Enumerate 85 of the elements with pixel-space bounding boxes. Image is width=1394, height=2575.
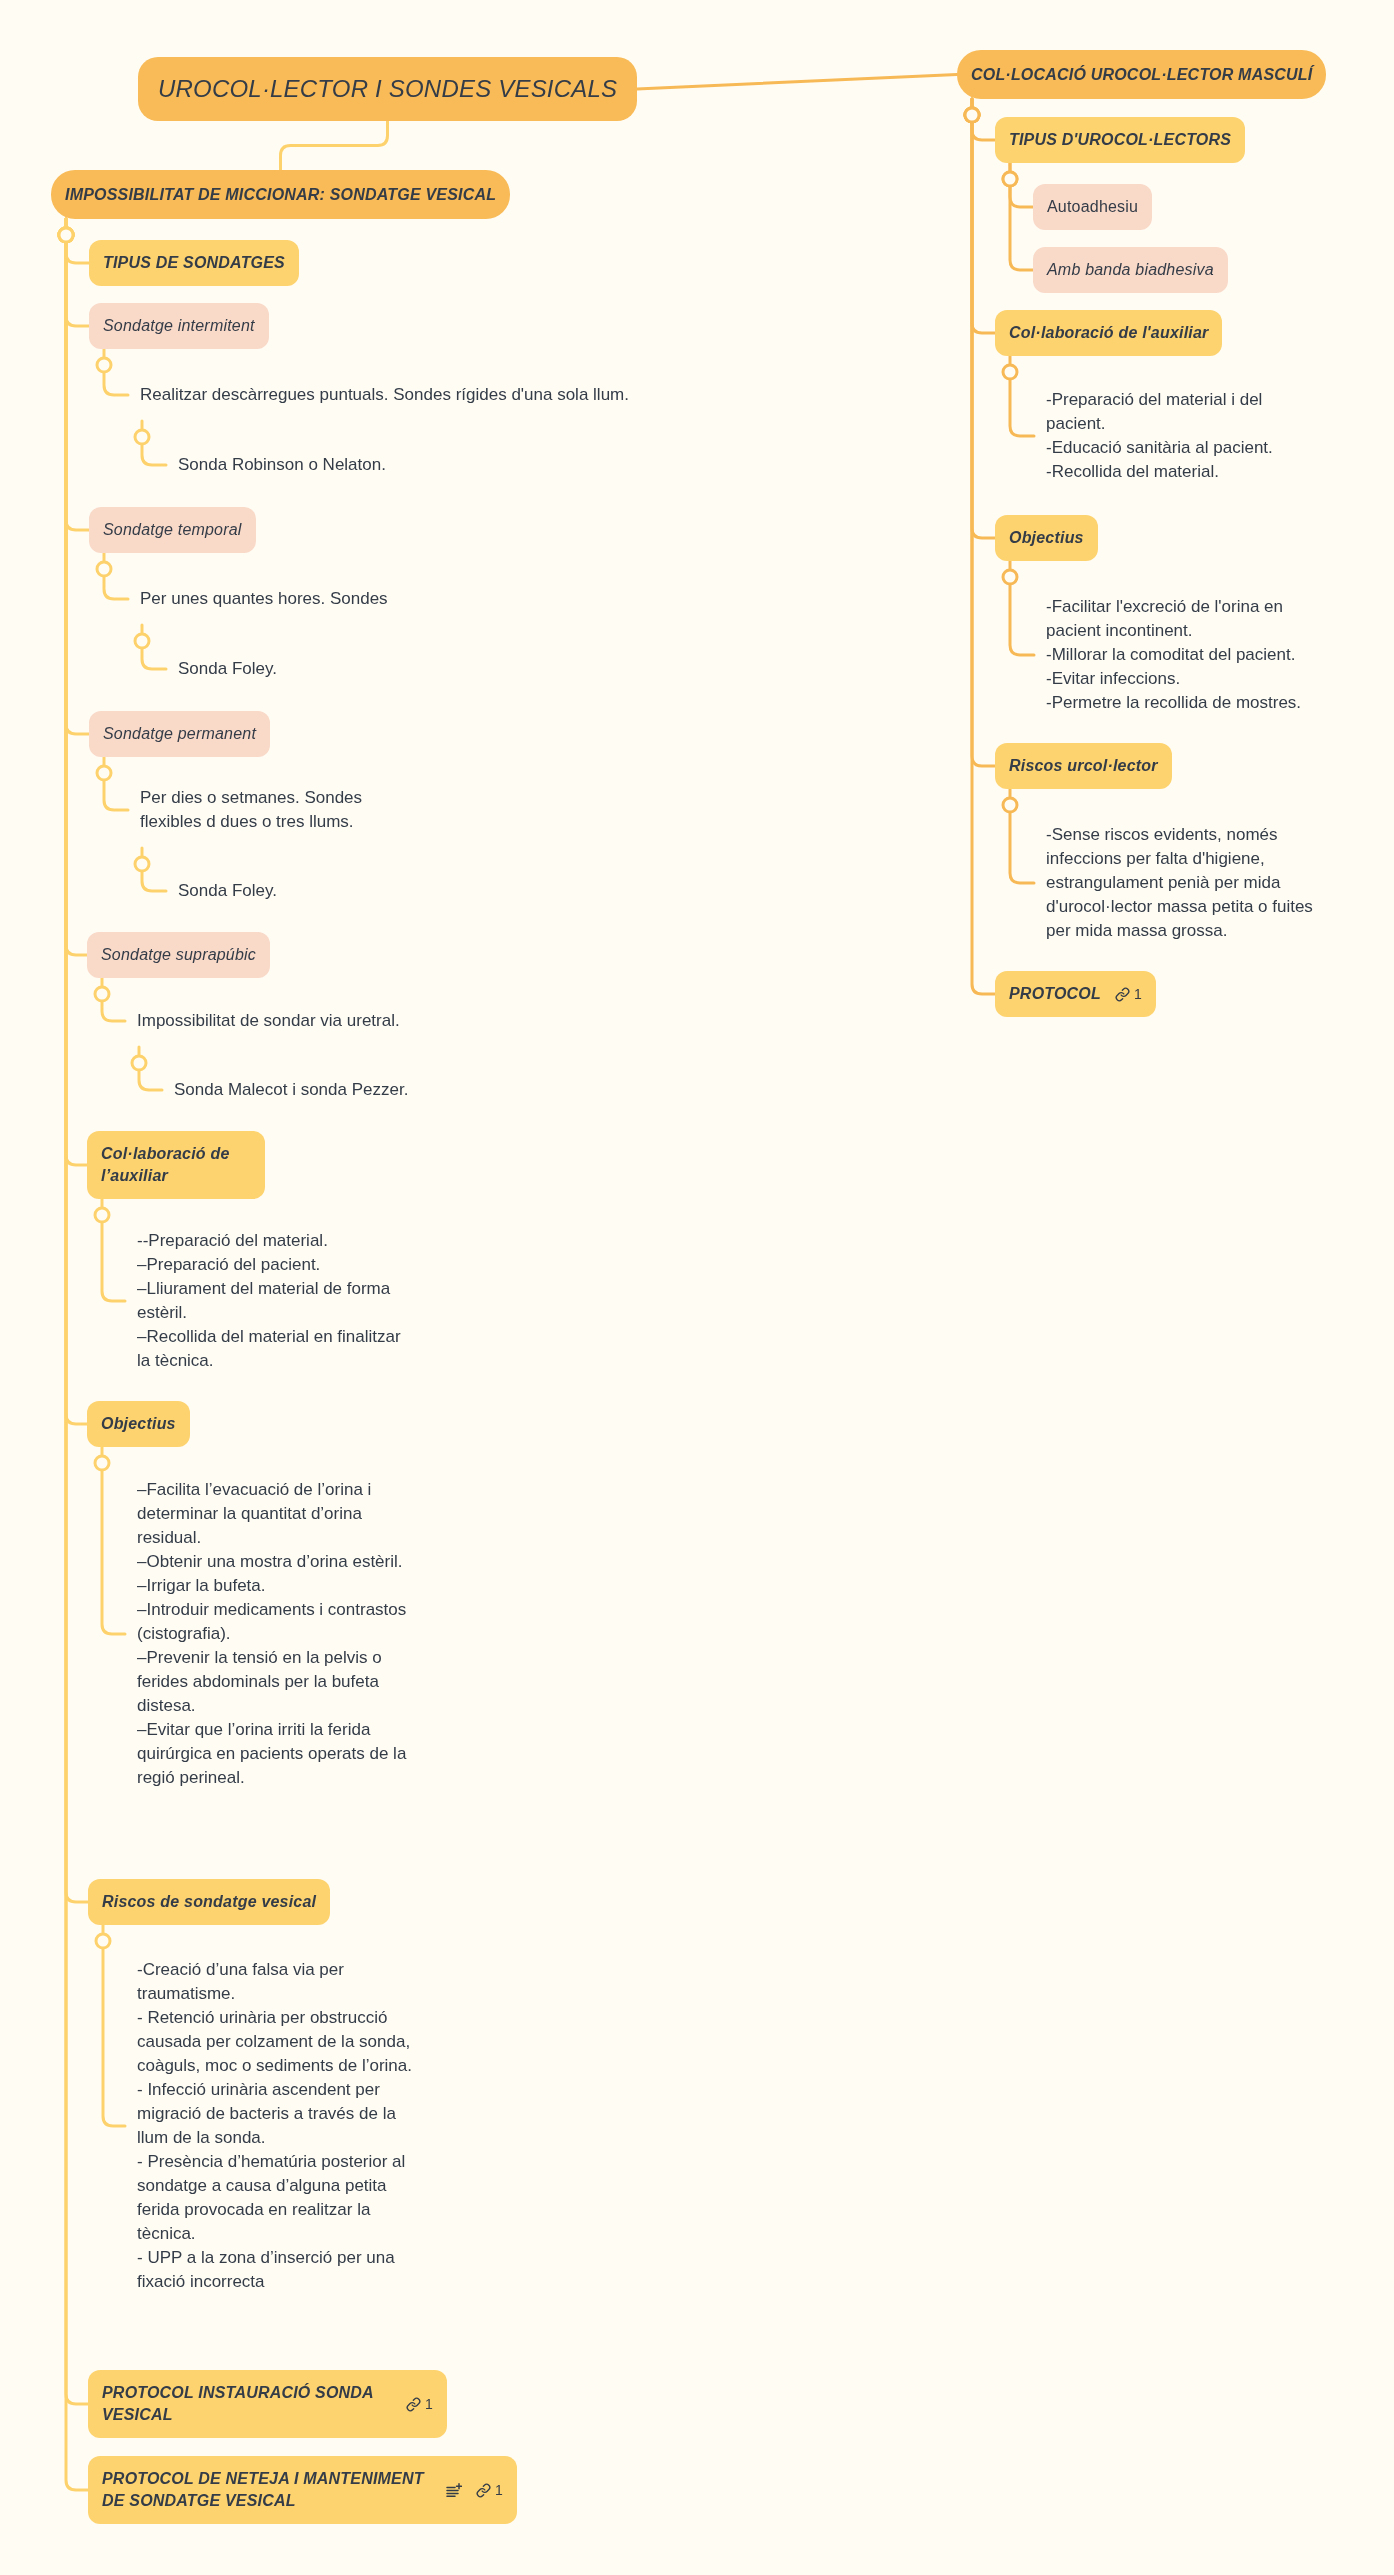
topic-box: [995, 310, 1223, 356]
branch-line: [95, 551, 130, 601]
topic-box: [995, 117, 1246, 163]
topic-title: Amb banda biadhesiva: [1047, 260, 1214, 280]
topic-title: Sondatge temporal: [103, 520, 242, 540]
note-text: –Evitar que l’orina irriti la ferida quirúrgica en pacients operats de la regió perineal.: [137, 1719, 408, 1789]
subtopic-box: [89, 711, 271, 757]
branch-line: [963, 97, 997, 996]
topic-title: PROTOCOL DE NETEJA I MANTENIMENT DE SONDATGE VESICAL: [102, 2469, 426, 2511]
note-text: - Retenció urinària per obstrucció causada per colzament de la sonda, coàguls, moc o sediments de l’orina.: [137, 2007, 413, 2077]
note-text: –Preparació del pacient.: [137, 1254, 322, 1276]
note-text: - Infecció urinària ascendent per migració de bacteris a través de la llum de la sonda.: [137, 2079, 397, 2149]
subtopic-box: [1033, 184, 1153, 230]
topic-box: [88, 1879, 331, 1925]
topic-box: [995, 743, 1172, 789]
note-text: -Recollida del material.: [1046, 461, 1220, 483]
topic-title: Sondatge intermitent: [103, 316, 255, 336]
note-text: Realitzar descàrregues puntuals. Sondes rígides d'una sola llum.: [140, 384, 629, 406]
link-count: 1: [495, 2481, 503, 2499]
note-text: Impossibilitat de sondar via uretral.: [137, 1010, 400, 1032]
subtopic-box: [89, 303, 269, 349]
topic-title: Autoadhesiu: [1047, 197, 1139, 217]
note-text: –Introduir medicaments i contrastos (cistografia).: [137, 1599, 408, 1645]
topic-title: Objectius: [101, 1414, 176, 1434]
note-text: -Educació sanitària al pacient.: [1046, 437, 1274, 459]
topic-title: TIPUS DE SONDATGES: [103, 253, 285, 273]
note-text: Per unes quantes hores. Sondes: [140, 588, 388, 610]
note-text: Sonda Foley.: [178, 658, 277, 680]
branch-line: [133, 623, 168, 671]
subtopic-box: [89, 507, 256, 553]
topic-title: Col·laboració de l'auxiliar: [1009, 323, 1209, 343]
topic-title: UROCOL·LECTOR I SONDES VESICALS: [158, 74, 618, 104]
subtopic-box: [87, 932, 271, 978]
branch-line: [95, 755, 130, 812]
topic-title: PROTOCOL: [1009, 984, 1101, 1004]
branch-line: [95, 347, 130, 397]
branch-line: [279, 119, 389, 172]
note-text: - Presència d’hematúria posterior al sondatge a causa d’alguna petita ferida provocada en realitzar la tècnica.: [137, 2151, 407, 2245]
note-text: -Facilitar l'excreció de l'orina en pacient incontinent.: [1046, 596, 1285, 642]
topic-title: Riscos urcol·lector: [1009, 756, 1158, 776]
note-text: -Preparació del material i del pacient.: [1046, 389, 1264, 435]
note-text: -Creació d’una falsa via per traumatisme.: [137, 1959, 345, 2005]
topic-box: [87, 1131, 265, 1199]
topic-title: PROTOCOL INSTAURACIÓ SONDA VESICAL: [102, 2382, 375, 2425]
branch-line: [93, 976, 127, 1023]
note-text: –Lliurament del material de forma estèril.: [137, 1278, 392, 1324]
note-text: - UPP a la zona d’inserció per una fixació incorrecta: [137, 2247, 396, 2293]
note-text: -Permetre la recollida de mostres.: [1046, 692, 1303, 714]
topic-box: [88, 2456, 517, 2524]
note-text: --Preparació del material.: [137, 1230, 329, 1252]
topic-title: Sondatge permanent: [103, 724, 257, 744]
topic-box: [995, 515, 1098, 561]
topic-title: Sondatge suprapúbic: [101, 945, 257, 965]
topic-box: [87, 1401, 190, 1447]
note-text: –Recollida del material en finalitzar la tècnica.: [137, 1326, 402, 1372]
topic-title: Objectius: [1009, 528, 1084, 548]
topic-title: IMPOSSIBILITAT DE MICCIONAR: SONDATGE VESICAL: [65, 185, 497, 205]
main-topic-box: [957, 50, 1327, 99]
central-topic-box: [138, 57, 638, 121]
topic-box: [89, 240, 299, 286]
topic-title: TIPUS D'UROCOL·LECTORS: [1009, 130, 1232, 150]
note-text: Sonda Malecot i sonda Pezzer.: [174, 1079, 409, 1101]
subtopic-box: [1033, 247, 1228, 293]
note-text: –Facilita l’evacuació de l’orina i determinar la quantitat d’orina residual.: [137, 1479, 373, 1549]
link-count: 1: [1134, 985, 1142, 1003]
note-text: Sonda Robinson o Nelaton.: [178, 454, 386, 476]
note-text: Per dies o setmanes. Sondes flexibles d dues o tres llums.: [140, 787, 364, 833]
branch-line: [133, 846, 168, 893]
topic-box: [995, 971, 1156, 1017]
note-text: –Obtenir una mostra d’orina estèril.: [137, 1551, 404, 1573]
note-text: –Prevenir la tensió en la pelvis o ferides abdominals per la bufeta distesa.: [137, 1647, 383, 1717]
branch-line: [133, 419, 168, 467]
note-text: –Irrigar la bufeta.: [137, 1575, 267, 1597]
note-text: -Evitar infeccions.: [1046, 668, 1182, 690]
topic-title: COL·LOCACIÓ UROCOL·LECTOR MASCULÍ: [971, 64, 1313, 85]
topic-title: Col·laboració de l’auxiliar: [101, 1144, 231, 1186]
topic-box: [88, 2370, 447, 2438]
topic-title: Riscos de sondatge vesical: [102, 1892, 317, 1912]
note-text: -Sense riscos evidents, només infeccions per falta d'higiene, estrangulament penià per mida d'urocol·lector massa petita o fuites per mida massa grossa.: [1046, 824, 1314, 942]
note-text: -Millorar la comoditat del pacient.: [1046, 644, 1297, 666]
note-text: Sonda Foley.: [178, 880, 277, 902]
link-count: 1: [425, 2395, 433, 2413]
branch-line: [1001, 161, 1035, 272]
branch-line: [130, 1045, 164, 1092]
main-topic-box: [51, 170, 511, 219]
